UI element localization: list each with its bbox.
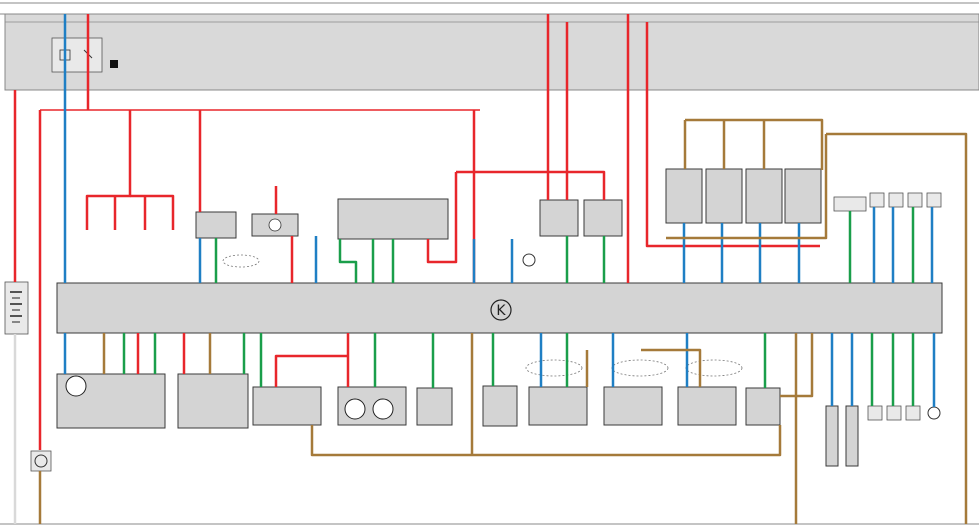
- valve-2: [603, 386, 663, 426]
- shield-ellipse-3: [611, 359, 669, 377]
- wire-brown-812: [780, 333, 814, 398]
- battery: [4, 281, 29, 335]
- wire-red-647: [645, 22, 820, 248]
- shield-ellipse-2: [525, 359, 583, 377]
- wire-red-loop: [456, 170, 606, 200]
- motor-icon: [65, 375, 87, 397]
- wire-red-276b: [274, 354, 348, 387]
- ecu-symbol-label: K: [496, 303, 506, 319]
- top-power-band: [0, 2, 979, 91]
- valve-1: [528, 386, 588, 426]
- wire-brown-sensor-ground: [310, 425, 782, 457]
- ecu-symbol-icon: [490, 299, 512, 321]
- ground-terminal: [30, 450, 52, 472]
- wire-brown-coil-ground: [666, 134, 828, 240]
- bar-sensor-2: [845, 405, 859, 467]
- pressure-sensor: [482, 385, 518, 427]
- fuse-block-a: [195, 211, 237, 239]
- fuse-block-b: [539, 199, 579, 237]
- wire-brown-right: [826, 132, 968, 524]
- relay-pair-bottom: [177, 373, 249, 429]
- switch-module-top: [337, 198, 449, 240]
- ecu-main: K: [56, 282, 943, 334]
- relay-small: [583, 199, 623, 237]
- small-box-1: [867, 405, 883, 421]
- clock-icon: [268, 218, 282, 232]
- lamp-indicator-top: [522, 253, 536, 267]
- wire-green-340: [338, 239, 358, 283]
- wire-brown-top: [685, 118, 824, 170]
- sensor-icon: [372, 398, 394, 420]
- sensor-box-1: [869, 192, 885, 208]
- k-sensor-icon: [344, 398, 366, 420]
- lamp-indicator: [927, 406, 941, 420]
- temp-sensor-2: [745, 387, 781, 426]
- sensor-box-4: [926, 192, 942, 208]
- temp-sensor: [416, 387, 453, 426]
- valve-3: [677, 386, 737, 426]
- small-box-3: [905, 405, 921, 421]
- relay-marker-icon: [110, 60, 118, 68]
- shield-ellipse-1: [222, 254, 260, 268]
- sensor-module-1: [252, 386, 322, 426]
- relay-top-left: [51, 37, 118, 73]
- bar-sensor-1: [825, 405, 839, 467]
- wire-brown-641: [641, 348, 702, 387]
- wire-red-coil-1: [85, 110, 132, 230]
- wire-red-coil-4: [130, 194, 175, 230]
- wire-red-loop-2: [426, 172, 458, 264]
- shield-ellipse-4: [685, 359, 743, 377]
- sensor-box-2: [888, 192, 904, 208]
- wires-layer: [13, 14, 968, 524]
- diagnostic-connector: [833, 196, 867, 212]
- injector-coils: [665, 168, 822, 224]
- sensor-box-3: [907, 192, 923, 208]
- small-box-2: [886, 405, 902, 421]
